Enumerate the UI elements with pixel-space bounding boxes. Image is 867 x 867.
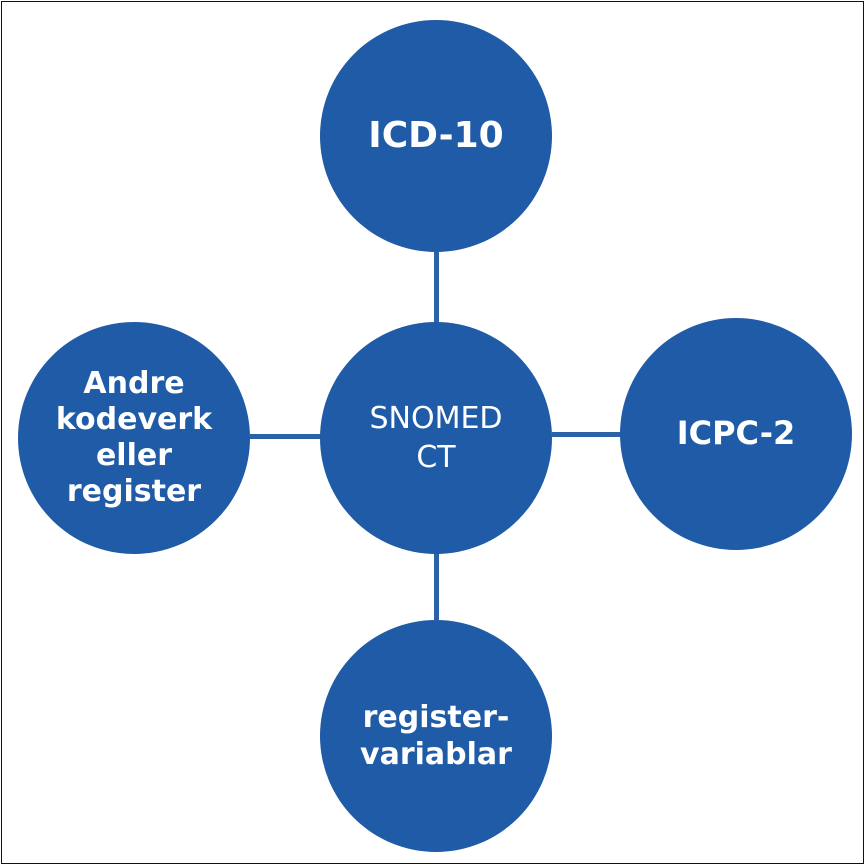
node-registervariablar-line-1: register- (362, 699, 510, 735)
node-icd10-line-1: ICD-10 (368, 114, 504, 156)
node-andre-kodeverk-line-4: register (66, 474, 202, 509)
node-icpc2: ICPC-2 (620, 318, 852, 550)
node-icpc2-label: ICPC-2 (676, 414, 796, 453)
node-snomed-ct-label: SNOMED CT (369, 399, 502, 477)
node-andre-kodeverk-label: Andre kodeverk eller register (56, 366, 212, 510)
connector-left (250, 434, 322, 439)
node-registervariablar-label: register- variablar (360, 699, 512, 774)
node-andre-kodeverk-line-2: kodeverk (55, 402, 213, 437)
connector-right (552, 432, 622, 437)
node-icd10-label: ICD-10 (368, 114, 504, 156)
node-registervariablar-line-2: variablar (360, 737, 512, 772)
node-andre-kodeverk-line-1: Andre (83, 366, 185, 401)
node-snomed-ct: SNOMED CT (320, 322, 552, 554)
node-snomed-ct-line-1: SNOMED (369, 401, 503, 436)
node-icpc2-line-1: ICPC-2 (676, 414, 796, 453)
node-icd10: ICD-10 (320, 20, 552, 252)
connector-bottom (434, 548, 439, 620)
connector-top (434, 252, 439, 324)
node-snomed-ct-line-2: CT (416, 440, 456, 475)
node-andre-kodeverk: Andre kodeverk eller register (18, 322, 250, 554)
node-andre-kodeverk-line-3: eller (95, 438, 173, 473)
node-registervariablar: register- variablar (320, 620, 552, 852)
